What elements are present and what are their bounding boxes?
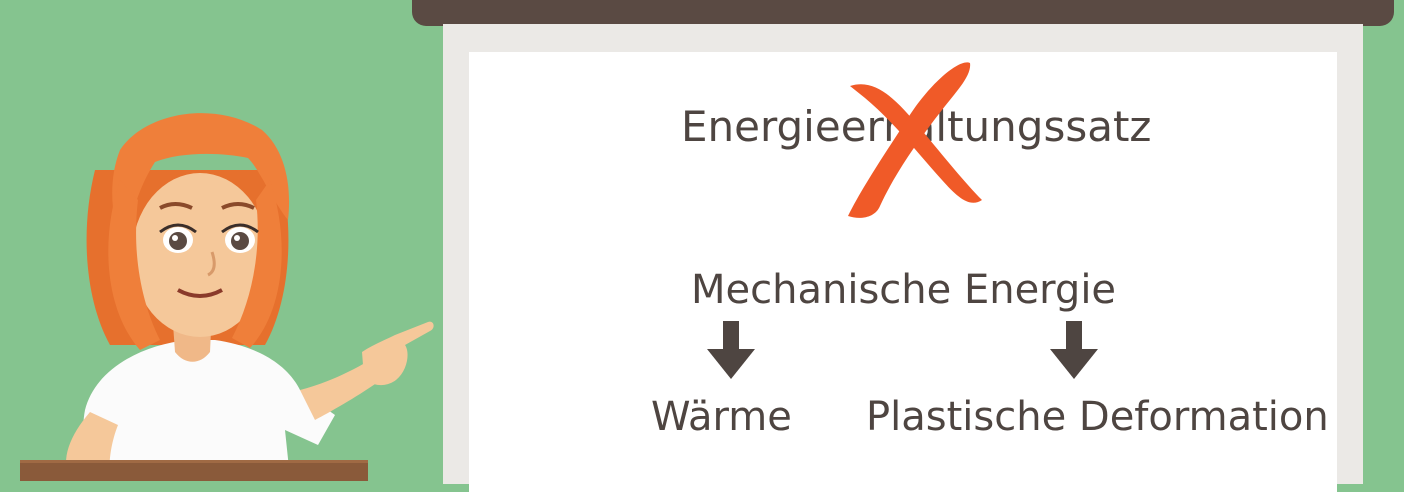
board-top-rail bbox=[412, 0, 1394, 26]
face bbox=[132, 173, 268, 337]
hair-side-right bbox=[232, 180, 282, 348]
scene: Energieerhaltungssatz Mechanische Energi… bbox=[20, 0, 1394, 492]
cross-out-icon bbox=[848, 62, 982, 218]
result-left: Wärme bbox=[651, 394, 792, 440]
mouth bbox=[177, 288, 223, 298]
down-arrow-icon bbox=[707, 321, 755, 379]
down-arrow-icon bbox=[1050, 321, 1098, 379]
pointing-hand bbox=[362, 321, 434, 386]
shirt bbox=[83, 340, 336, 478]
hair-front bbox=[112, 113, 290, 250]
pointing-arm bbox=[300, 360, 378, 420]
teacher-character bbox=[66, 113, 434, 478]
result-right: Plastische Deformation bbox=[866, 394, 1329, 440]
desk bbox=[20, 460, 368, 481]
hair-side-left bbox=[108, 180, 160, 350]
main-term: Mechanische Energie bbox=[691, 267, 1117, 313]
